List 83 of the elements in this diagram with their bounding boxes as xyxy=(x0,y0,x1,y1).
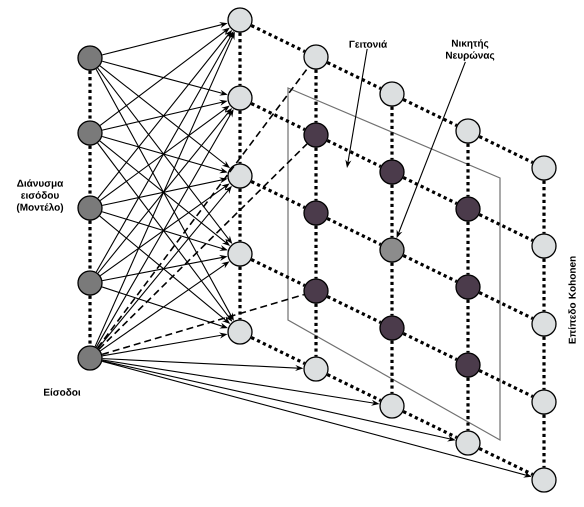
connection-line xyxy=(542,180,546,234)
neuron-circle xyxy=(455,196,481,222)
connection-line xyxy=(478,135,534,164)
neuron-circle xyxy=(455,118,481,144)
neuron-circle xyxy=(303,278,329,304)
neuron-circle xyxy=(531,155,557,181)
connection-line xyxy=(238,266,242,320)
connection-line xyxy=(402,98,458,127)
connection-line xyxy=(466,222,470,274)
callout-text: Γειτονιά xyxy=(350,40,388,48)
connection-line xyxy=(250,102,306,131)
connection-line xyxy=(326,139,382,168)
connection-line xyxy=(326,61,382,90)
connection-line xyxy=(98,143,308,350)
connection-line xyxy=(238,188,242,242)
connection-line xyxy=(466,144,470,196)
connection-line xyxy=(88,220,92,270)
connection-line xyxy=(314,148,318,200)
text-label: Είσοδοι xyxy=(44,388,80,396)
connection-line xyxy=(542,414,546,468)
connection-line xyxy=(466,378,470,430)
neuron-circle xyxy=(455,274,481,300)
connection-line xyxy=(250,258,306,287)
connection-line xyxy=(326,217,382,246)
neuron-circle xyxy=(379,393,405,419)
connection-line xyxy=(238,110,242,164)
connection-line xyxy=(238,32,242,86)
connection-line xyxy=(326,373,382,402)
neuron-circle xyxy=(303,122,329,148)
input-neuron xyxy=(77,45,103,71)
connection-line xyxy=(88,70,92,120)
connection-line xyxy=(402,254,458,283)
connection-line xyxy=(88,296,92,346)
input-neuron xyxy=(77,120,103,146)
connection-line xyxy=(478,447,534,476)
neuron-circle xyxy=(455,352,481,378)
neuron-circle xyxy=(531,233,557,259)
connection-line xyxy=(478,213,534,242)
connection-line xyxy=(390,106,394,160)
connection-line xyxy=(96,66,310,348)
neuron-circle xyxy=(303,356,329,382)
neuron-circle xyxy=(303,44,329,70)
connection-line xyxy=(314,70,318,122)
neuron-circle xyxy=(379,315,405,341)
text-label: Διάνυσμα εισόδου (Μοντέλο) xyxy=(16,179,64,213)
connection-line xyxy=(102,294,304,356)
connection-line xyxy=(402,332,458,361)
text-label: Επίπεδο Kohonen xyxy=(568,256,576,344)
input-neuron xyxy=(77,345,103,371)
neuron-circle xyxy=(227,163,253,189)
connection-line xyxy=(478,369,534,398)
connection-line xyxy=(390,184,394,238)
neuron-circle xyxy=(531,311,557,337)
neuron-circle xyxy=(531,389,557,415)
connection-line xyxy=(314,226,318,278)
neuron-circle xyxy=(227,85,253,111)
neighborhood-frame xyxy=(287,87,501,442)
connection-line xyxy=(478,291,534,320)
connection-line xyxy=(314,304,318,356)
neuron-circle xyxy=(531,467,557,493)
connection-line xyxy=(390,262,394,316)
connection-line xyxy=(250,180,306,209)
neuron-circle xyxy=(227,319,253,345)
connection-line xyxy=(250,336,306,365)
connection-line xyxy=(542,336,546,390)
winner-neuron xyxy=(379,237,405,263)
neuron-circle xyxy=(379,81,405,107)
connection-line xyxy=(390,340,394,394)
neuron-circle xyxy=(455,430,481,456)
neuron-circle xyxy=(227,241,253,267)
neuron-circle xyxy=(227,7,253,33)
connection-line xyxy=(402,176,458,205)
connection-line xyxy=(250,24,306,53)
connection-line xyxy=(326,295,382,324)
input-neuron xyxy=(77,270,103,296)
connection-line xyxy=(402,410,458,439)
connection-line xyxy=(542,258,546,312)
callout-text: Νικητής Νευρώνας xyxy=(446,39,494,61)
neuron-circle xyxy=(303,200,329,226)
neuron-circle xyxy=(379,159,405,185)
connection-line xyxy=(466,300,470,352)
connection-line xyxy=(88,146,92,196)
input-neuron xyxy=(77,195,103,221)
